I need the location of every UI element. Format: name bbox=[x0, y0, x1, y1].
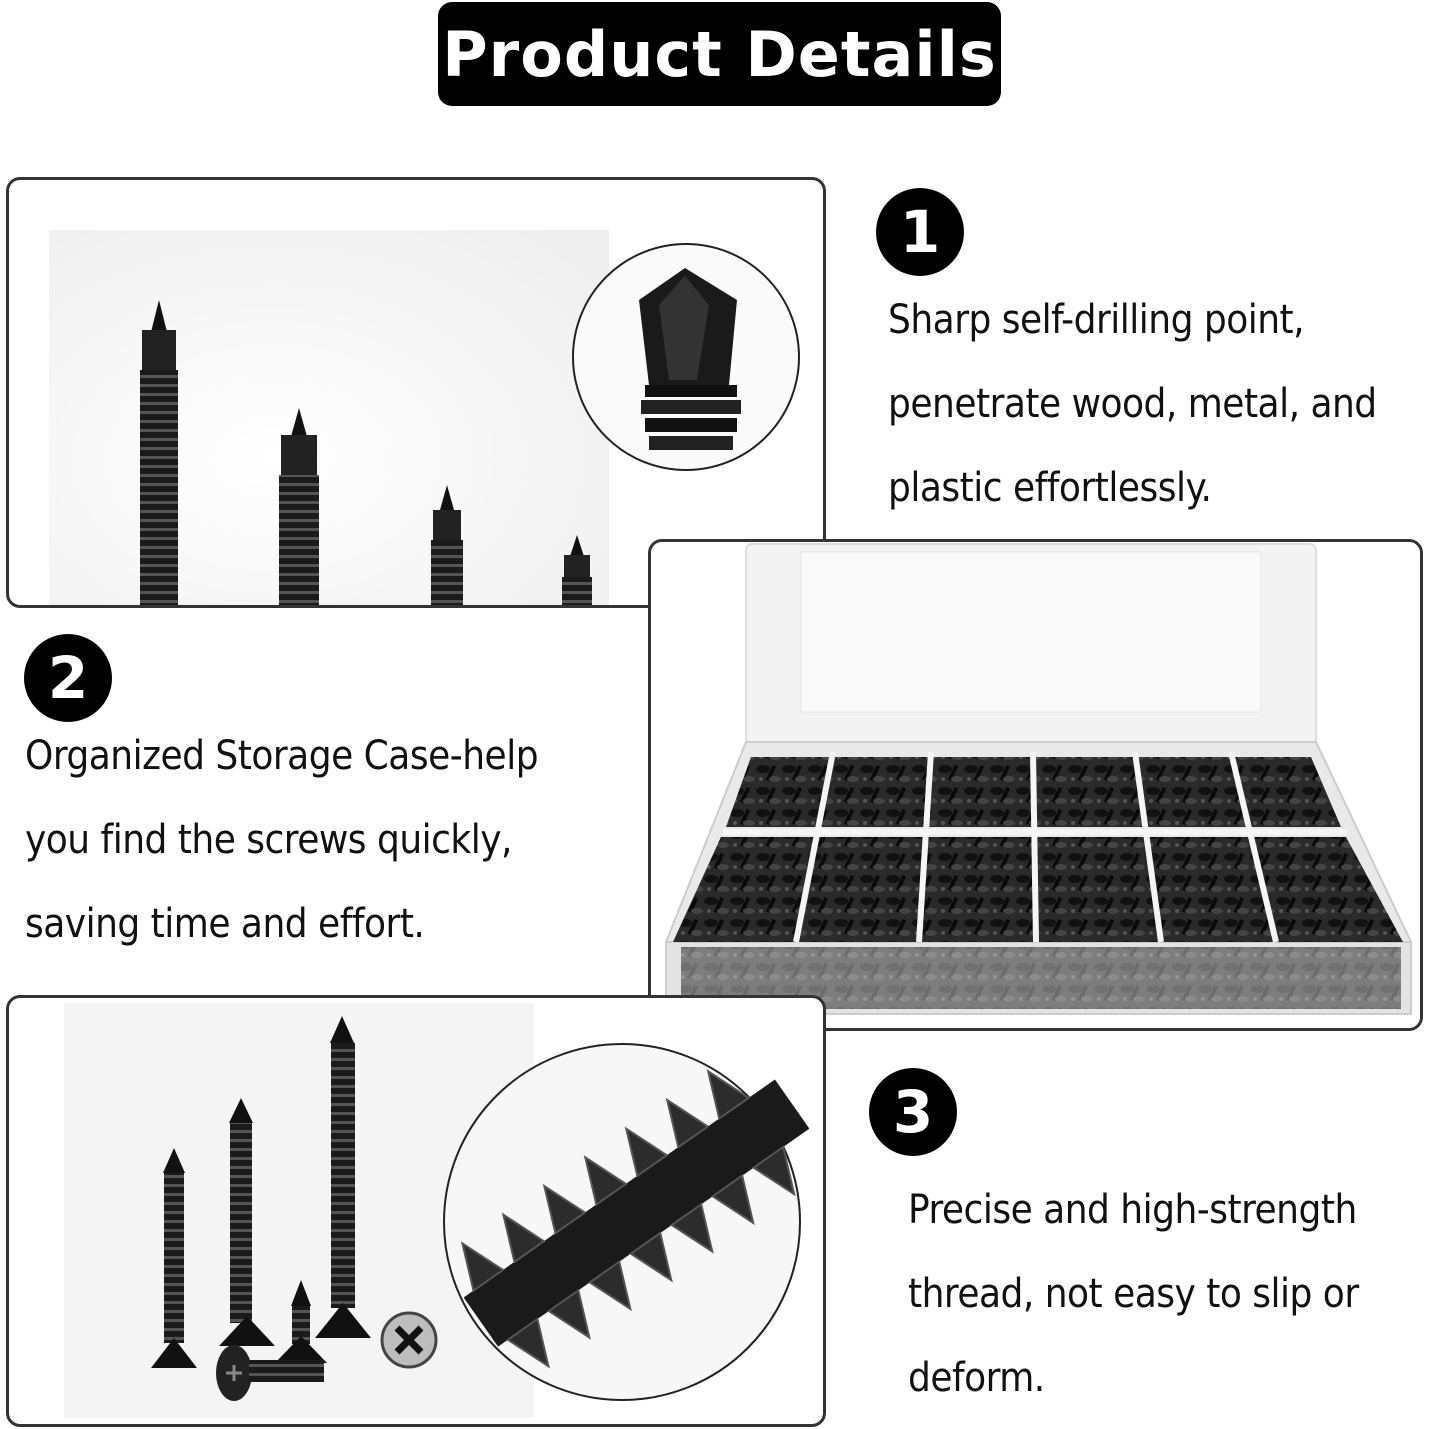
feature-3-line-1: Precise and high-strength bbox=[908, 1187, 1357, 1233]
feature-3-line-2: thread, not easy to slip or bbox=[908, 1271, 1359, 1317]
feature-3-number: 3 bbox=[892, 1078, 934, 1146]
feature-2-line-1: Organized Storage Case-help bbox=[25, 733, 539, 779]
feature-2-number-badge: 2 bbox=[24, 634, 112, 722]
page-title: Product Details bbox=[442, 17, 997, 91]
feature-1-line-2: penetrate wood, metal, and bbox=[888, 381, 1377, 427]
storage-case-photo-panel bbox=[648, 539, 1423, 1031]
feature-1-number-badge: 1 bbox=[876, 188, 964, 276]
assortment-screw-d bbox=[275, 1280, 327, 1363]
feature-2-description: Organized Storage Case-help you find the… bbox=[25, 714, 539, 966]
feature-1-description: Sharp self-drilling point, penetrate woo… bbox=[888, 278, 1377, 530]
self-drilling-screws-image bbox=[49, 230, 800, 605]
screw-tiny bbox=[562, 535, 592, 605]
feature-1-number: 1 bbox=[899, 198, 941, 266]
feature-3-number-badge: 3 bbox=[869, 1068, 957, 1156]
screw-medium bbox=[279, 408, 319, 605]
assortment-screw-b bbox=[219, 1098, 275, 1346]
drill-point-zoom-circle bbox=[572, 243, 800, 471]
feature-1-line-3: plastic effortlessly. bbox=[888, 465, 1212, 511]
feature-2-line-3: saving time and effort. bbox=[25, 901, 425, 947]
screws-assortment-image bbox=[64, 1003, 810, 1418]
thread-photo-panel bbox=[6, 995, 826, 1427]
feature-3-description: Precise and high-strength thread, not ea… bbox=[908, 1168, 1359, 1420]
assortment-screw-lying bbox=[216, 1345, 324, 1401]
assortment-screw-c bbox=[315, 1016, 371, 1338]
assortment-screw-a bbox=[151, 1148, 197, 1368]
screw-head-phillips bbox=[380, 1311, 438, 1369]
feature-2-line-2: you find the screws quickly, bbox=[25, 817, 512, 863]
feature-1-line-1: Sharp self-drilling point, bbox=[888, 297, 1305, 343]
storage-case-image bbox=[651, 542, 1420, 1028]
title-badge: Product Details bbox=[438, 2, 1001, 106]
screw-long bbox=[140, 300, 178, 605]
thread-zoom-circle bbox=[443, 1043, 810, 1401]
feature-3-line-3: deform. bbox=[908, 1355, 1045, 1401]
screw-short bbox=[431, 485, 463, 605]
feature-2-number: 2 bbox=[47, 644, 89, 712]
drill-point-photo-panel bbox=[6, 177, 826, 608]
